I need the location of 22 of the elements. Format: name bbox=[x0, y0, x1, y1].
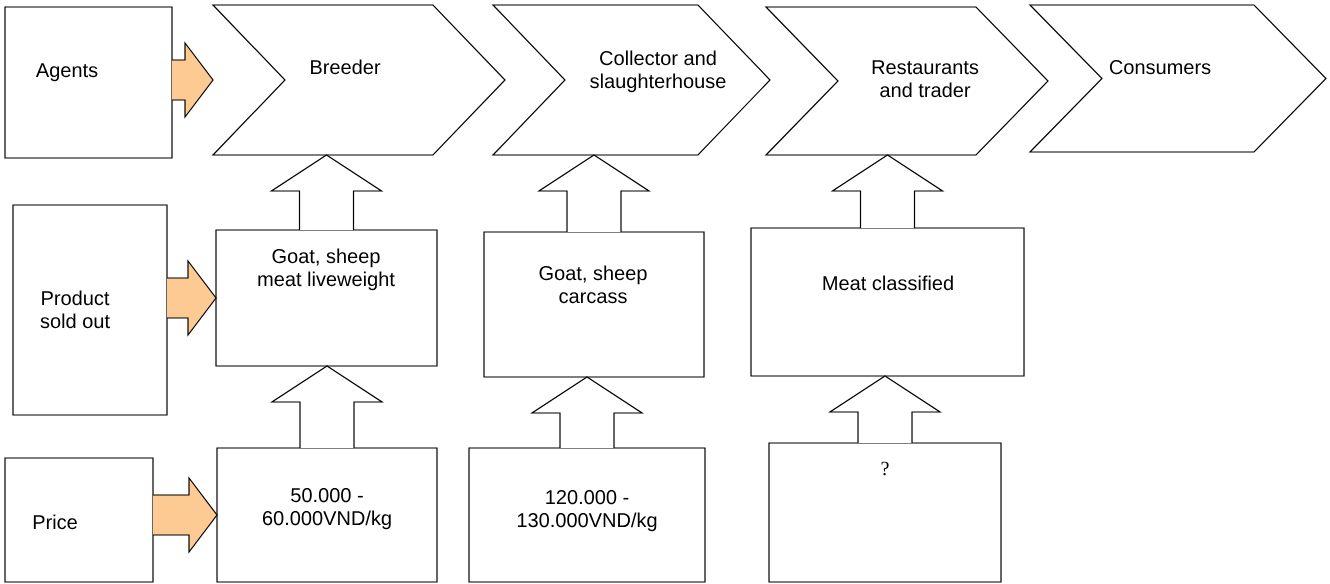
block-arrow bbox=[828, 375, 943, 444]
block-arrow bbox=[530, 376, 645, 449]
stage-box: Consumers bbox=[1028, 4, 1327, 153]
block-arrow bbox=[166, 259, 217, 337]
block-arrow bbox=[269, 154, 384, 231]
block-arrow bbox=[152, 476, 218, 554]
row-header-box: Product sold out bbox=[12, 204, 168, 416]
text-box: ? bbox=[768, 442, 1002, 583]
stage-box: Restaurants and trader bbox=[764, 6, 1049, 156]
stage-box: Collector and slaughterhouse bbox=[491, 4, 771, 156]
stage-box: Breeder bbox=[211, 4, 506, 156]
text-box: Meat classified bbox=[750, 227, 1025, 377]
row-header-box: Price bbox=[4, 457, 154, 583]
row-header-box: Agents bbox=[4, 6, 173, 159]
block-arrow bbox=[270, 365, 385, 449]
text-box: Goat, sheep carcass bbox=[483, 231, 705, 378]
text-box: Goat, sheep meat liveweight bbox=[215, 229, 438, 367]
block-arrow bbox=[830, 154, 945, 229]
block-arrow bbox=[537, 154, 652, 233]
text-box: 50.000 - 60.000VND/kg bbox=[216, 447, 438, 583]
text-box: 120.000 - 130.000VND/kg bbox=[468, 447, 706, 583]
block-arrow bbox=[171, 41, 214, 119]
